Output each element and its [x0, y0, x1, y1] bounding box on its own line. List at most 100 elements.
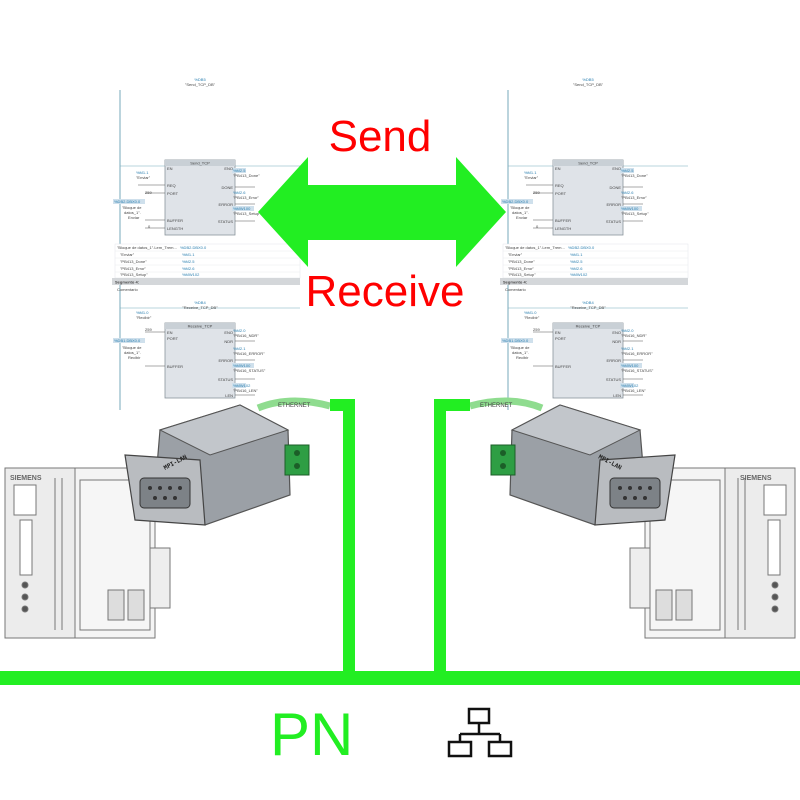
send-eno-pin: ENO [224, 166, 233, 171]
receive-ndr-addr: %M2.0 [621, 328, 634, 333]
receive-error-addr: %M2.1 [233, 346, 246, 351]
watch-row-addr: %M2.6 [570, 266, 583, 271]
send-port-pin: PORT [555, 191, 567, 196]
receive-len-name: "PB416_LEN" [621, 388, 646, 393]
receive-len-addr: %MW102 [621, 383, 639, 388]
watch-row-addr: %M1.1 [182, 252, 195, 257]
receive-len-pin: LEN [613, 393, 621, 398]
receive-port-pin: PORT [167, 336, 179, 341]
send-status-addr: %MW100 [233, 206, 251, 211]
receive-error-addr: %M2.1 [621, 346, 634, 351]
watch-row-addr: %M2.6 [182, 266, 195, 271]
receive-status-pin: STATUS [606, 377, 622, 382]
receive-block-type: Receive_TCP [576, 324, 601, 329]
receive-port-pin: PORT [555, 336, 567, 341]
send-eno-pin: ENO [612, 166, 621, 171]
left-cable-text: ETHERNET [278, 403, 311, 409]
right-program-screenshot: %DB5 "Send_TCP_DB" Send_TCP EN ENO %M1.1… [499, 77, 689, 411]
send-error-pin: ERROR [219, 202, 234, 207]
left-mpi-lan-adapter [124, 397, 331, 526]
send-block-type: Send_TCP [578, 161, 598, 166]
profinet-network-lines [0, 399, 800, 685]
send-buffer-name3: Enviar [516, 215, 528, 220]
segment-title: Segmento 4: [115, 280, 139, 285]
receive-status-name: "PB416_STATUS" [621, 368, 654, 373]
send-buffer-name1: "Bloque de [510, 205, 530, 210]
send-en-pin: EN [167, 166, 173, 171]
receive-en-pin: EN [167, 330, 173, 335]
send-error-pin: ERROR [607, 202, 622, 207]
send-done-name: "PB413_Done" [233, 173, 260, 178]
watch-row-addr: %M2.5 [570, 259, 583, 264]
send-error-name: "PB413_Error" [621, 195, 648, 200]
receive-status-addr: %MW100 [233, 363, 251, 368]
send-error-name: "PB413_Error" [233, 195, 260, 200]
send-buffer-name2: datos_1". [512, 210, 529, 215]
receive-port-value: 259 [145, 327, 152, 332]
receive-error-pin: ERROR [219, 358, 234, 363]
receive-ndr-pin: NDR [224, 339, 233, 344]
watch-row-name: "PB413_Setup" [508, 272, 536, 277]
send-req-name: "Enviar" [524, 175, 539, 180]
right-plc-sketch [629, 467, 796, 639]
send-port-value: 259 [533, 190, 540, 195]
send-buffer-pin: BUFFER [167, 218, 183, 223]
receive-len-addr: %MW102 [233, 383, 251, 388]
receive-buffer-addr: %DB1.DBX0.0 [502, 338, 529, 343]
send-buffer-name1: "Bloque de [122, 205, 142, 210]
receive-buffer-name3: Recibir [516, 355, 529, 360]
send-error-addr: %M2.6 [621, 190, 634, 195]
send-label: Send [328, 112, 432, 161]
send-length-pin: LENGTH [555, 226, 571, 231]
send-done-name: "PB413_Done" [621, 173, 648, 178]
send-done-addr: %M2.5 [621, 168, 634, 173]
receive-status-name: "PB416_STATUS" [233, 368, 266, 373]
receive-ndr-addr: %M2.0 [233, 328, 246, 333]
receive-en-name: "Recibir" [524, 315, 540, 320]
watch-row-name: "PB413_Setup" [120, 272, 148, 277]
send-instance-name: "Send_TCP_DB" [185, 82, 216, 87]
watch-row-name: "PB413_Done" [508, 259, 535, 264]
segment-comment: Comentario [117, 287, 138, 292]
send-port-pin: PORT [167, 191, 179, 196]
receive-buffer-pin: BUFFER [555, 364, 571, 369]
send-status-pin: STATUS [218, 219, 234, 224]
left-plc-brand: SIEMENS [10, 475, 42, 482]
send-instance-name: "Send_TCP_DB" [573, 82, 604, 87]
watch-row-addr: %M1.1 [570, 252, 583, 257]
send-done-addr: %M2.5 [233, 168, 246, 173]
receive-len-pin: LEN [225, 393, 233, 398]
receive-eno-pin: ENO [224, 330, 233, 335]
send-req-pin: REQ [555, 183, 564, 188]
receive-ndr-name: "PB416_NDR" [621, 333, 647, 338]
receive-en-pin: EN [555, 330, 561, 335]
receive-ndr-name: "PB416_NDR" [233, 333, 259, 338]
send-port-value: 259 [145, 190, 152, 195]
watch-header: "Bloque de datos_1".Lem_Trem... [505, 245, 565, 250]
send-receive-arrow [258, 157, 506, 267]
send-buffer-pin: BUFFER [555, 218, 571, 223]
watch-row-name: "Enviar" [120, 252, 135, 257]
segment-title: Segmento 4: [503, 280, 527, 285]
receive-en-name: "Recibir" [136, 315, 152, 320]
send-req-pin: REQ [167, 183, 176, 188]
left-program-screenshot: %DB5 "Send_TCP_DB" Send_TCP EN ENO %M1.1… [111, 77, 301, 411]
receive-len-name: "PB416_LEN" [233, 388, 258, 393]
send-req-name: "Enviar" [136, 175, 151, 180]
receive-buffer-name2: datos_1". [124, 350, 141, 355]
receive-buffer-name3: Recibir [128, 355, 141, 360]
watch-header-addr: %DB2.DBX0.0 [568, 245, 595, 250]
receive-status-addr: %MW100 [621, 363, 639, 368]
send-length-value: 0 [148, 224, 151, 229]
send-instance-db: %DB5 [194, 77, 206, 82]
segment-comment: Comentario [505, 287, 526, 292]
receive-instance-db: %DB4 [582, 300, 594, 305]
right-mpi-lan-adapter [469, 397, 676, 526]
receive-error-name: "PB416_ERROR" [233, 351, 265, 356]
receive-buffer-pin: BUFFER [167, 364, 183, 369]
send-length-pin: LENGTH [167, 226, 183, 231]
send-status-name: "PB413_Setup" [621, 211, 649, 216]
send-buffer-addr: %DB2.DBX0.0 [114, 199, 141, 204]
network-topology-icon [447, 707, 513, 758]
receive-ndr-pin: NDR [612, 339, 621, 344]
